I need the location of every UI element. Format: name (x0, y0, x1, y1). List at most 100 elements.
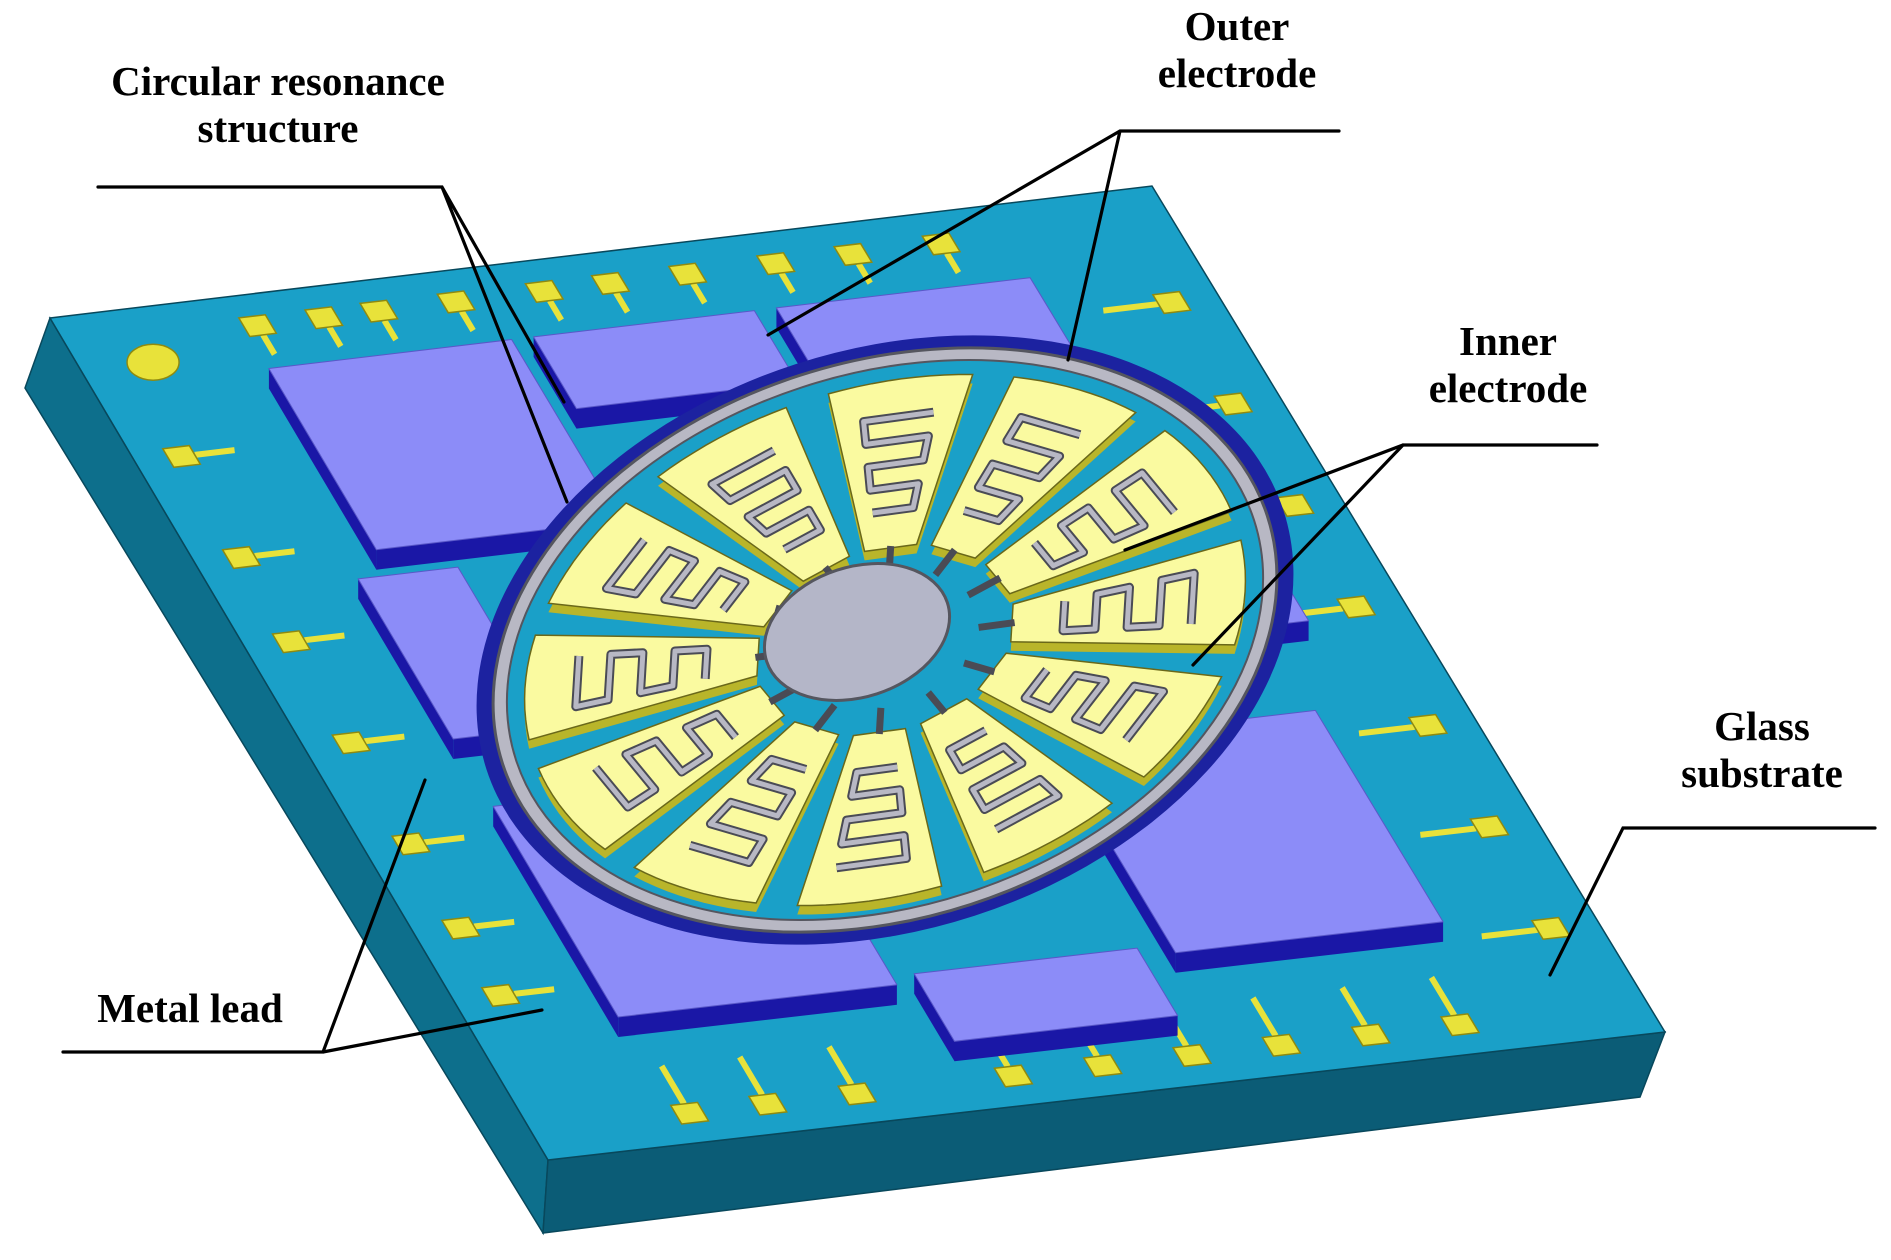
resonator-sector (632, 702, 840, 912)
metal-pad (669, 1101, 710, 1125)
metal-trace (423, 834, 465, 846)
metal-lead (1428, 975, 1481, 1037)
electrode-block (268, 338, 621, 570)
metal-pad (747, 1092, 788, 1116)
metal-lead (237, 313, 278, 356)
electrode-side (914, 973, 955, 1062)
alignment-mark (126, 343, 180, 381)
metal-lead (590, 271, 631, 314)
serpentine-spring (573, 646, 710, 710)
label-line: Outer (1185, 3, 1290, 49)
electrode-block (913, 947, 1179, 1062)
metal-lead (832, 242, 874, 285)
label-line: Metal lead (97, 985, 283, 1031)
metal-pad (221, 545, 262, 570)
resonator-sector (537, 681, 804, 859)
metal-lead (161, 444, 235, 469)
resonator-sector (523, 634, 792, 749)
serpentine-spring (689, 756, 807, 865)
electrode-side (358, 578, 454, 759)
metal-lead (436, 290, 477, 333)
metal-lead (1339, 986, 1391, 1047)
label-line: structure (198, 105, 359, 151)
leader-outer-electrode (766, 129, 1341, 362)
metal-lead (659, 1064, 710, 1125)
metal-trace (826, 1045, 855, 1087)
serpentine-spring (1060, 570, 1197, 634)
serpentine-spring (1032, 470, 1177, 569)
metal-trace (737, 1055, 765, 1097)
resonator-sector (796, 707, 943, 915)
electrode-side (268, 368, 377, 570)
metal-trace (260, 333, 278, 356)
metal-lead (1102, 290, 1192, 315)
leader-glass-substrate (1548, 826, 1877, 977)
metal-trace (381, 318, 399, 342)
metal-lead (524, 279, 565, 322)
serpentine-spring (1022, 668, 1166, 742)
metal-lead (221, 545, 295, 570)
metal-trace (458, 309, 476, 333)
metal-lead (271, 630, 345, 654)
metal-lead (440, 916, 515, 940)
resonator-sectors (523, 373, 1247, 915)
serpentine-spring (593, 711, 738, 810)
spoke (932, 547, 958, 578)
metal-lead (358, 299, 399, 342)
label-line: Glass (1714, 703, 1810, 749)
resonator-sector (966, 429, 1233, 603)
electrode-side (618, 984, 897, 1037)
metal-pad (1335, 595, 1377, 619)
metal-pad (480, 983, 521, 1008)
metal-trace (1481, 926, 1538, 940)
metal-lead (755, 251, 796, 294)
metal-pad (331, 731, 372, 755)
metal-pad (436, 290, 477, 314)
leader-metal-lead (61, 778, 544, 1054)
spoke (925, 690, 948, 715)
serpentine-spring (963, 415, 1081, 524)
label-line: electrode (1158, 50, 1317, 96)
leader-circular-resonance (96, 185, 569, 504)
label-line: Inner (1459, 318, 1557, 364)
metal-lead (1420, 815, 1510, 839)
electrode-side (493, 806, 619, 1037)
metal-trace (855, 262, 873, 285)
metal-lead (1358, 713, 1449, 738)
metal-pad (1151, 290, 1192, 315)
metal-pad (1082, 1054, 1123, 1078)
metal-trace (364, 733, 405, 745)
metal-lead (826, 1045, 878, 1106)
metal-pad (1407, 713, 1449, 738)
metal-pad (303, 306, 344, 330)
metal-pad (161, 444, 202, 469)
electrode-side (533, 336, 577, 429)
metal-trace (1428, 975, 1457, 1018)
metal-trace (254, 548, 295, 559)
metal-lead (480, 983, 555, 1008)
metal-pad (1350, 1023, 1391, 1047)
metal-lead (331, 731, 405, 755)
circular-resonance-structure (476, 335, 1294, 945)
metal-pad (836, 1082, 878, 1106)
metal-pad (832, 242, 874, 267)
metal-trace (1250, 996, 1279, 1038)
spoke (978, 619, 1016, 631)
resonator-sector (978, 539, 1247, 654)
metal-pad (237, 313, 278, 338)
resonator-sector (930, 376, 1138, 578)
metal-lead (303, 306, 344, 348)
metal-pad (271, 630, 312, 654)
label-line: electrode (1429, 365, 1588, 411)
metal-pad (590, 271, 631, 296)
metal-pad (993, 1064, 1034, 1088)
serpentine-spring (947, 728, 1061, 832)
metal-trace (513, 986, 555, 997)
metal-trace (1358, 723, 1415, 737)
serpentine-spring (709, 448, 823, 552)
serpentine-spring (861, 409, 934, 516)
